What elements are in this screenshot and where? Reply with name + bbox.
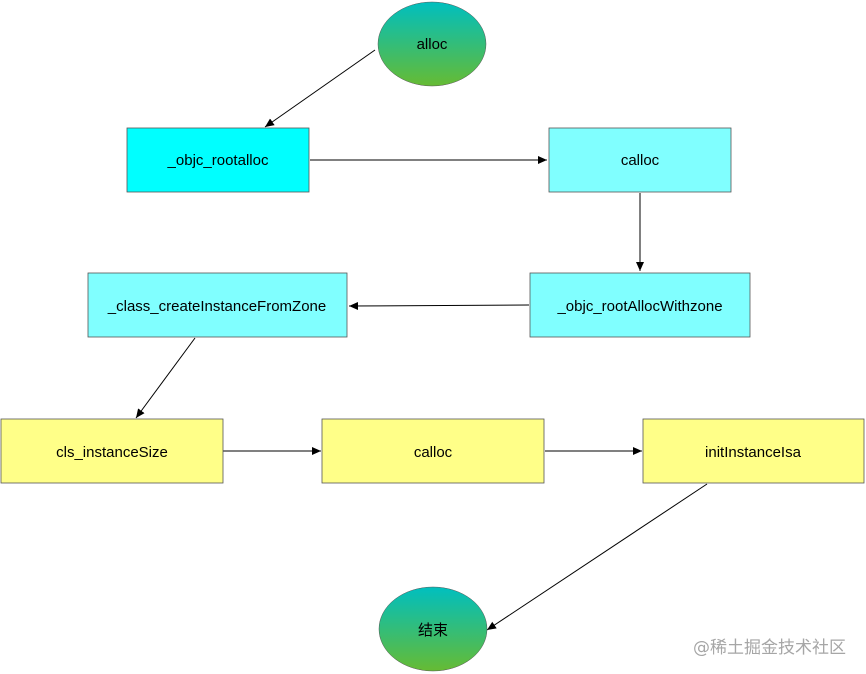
node-objc-rootallocwithzone-box xyxy=(529,272,751,338)
node-calloc-1: calloc xyxy=(548,127,732,193)
node-objc-rootallocwithzone-label: _objc_rootAllocWithzone xyxy=(556,298,722,315)
node-alloc-label: alloc xyxy=(417,36,448,53)
node-end: 结束 xyxy=(378,586,488,672)
edge-objc-rootallocwithzone-to-class-createinstancefromzone xyxy=(348,301,530,310)
node-initinstanceisa-box xyxy=(642,418,865,484)
edge-class-createinstancefromzone-to-cls-instancesize xyxy=(135,337,196,419)
node-cls-instancesize-box xyxy=(0,418,224,484)
edge-initinstanceisa-to-end xyxy=(486,483,708,631)
node-initinstanceisa: initInstanceIsa xyxy=(642,418,865,484)
edges xyxy=(135,49,708,631)
node-end-label: 结束 xyxy=(418,622,448,639)
node-objc-rootalloc: _objc_rootalloc xyxy=(126,127,310,193)
node-class-createinstancefromzone: _class_createInstanceFromZone xyxy=(87,272,348,338)
watermark: @稀土掘金技术社区 xyxy=(693,638,846,658)
node-calloc-1-box xyxy=(548,127,732,193)
node-calloc-2-label: calloc xyxy=(414,444,453,461)
node-calloc-2: calloc xyxy=(321,418,545,484)
node-class-createinstancefromzone-box xyxy=(87,272,348,338)
node-alloc: alloc xyxy=(377,1,487,87)
node-class-createinstancefromzone-label: _class_createInstanceFromZone xyxy=(107,298,326,315)
edge-alloc-to-objc-rootalloc xyxy=(264,49,376,128)
node-objc-rootallocwithzone: _objc_rootAllocWithzone xyxy=(529,272,751,338)
start-ellipse xyxy=(377,1,487,87)
node-objc-rootalloc-box xyxy=(126,127,310,193)
node-calloc-2-box xyxy=(321,418,545,484)
end-ellipse xyxy=(378,586,488,672)
node-objc-rootalloc-label: _objc_rootalloc xyxy=(167,152,269,169)
node-initinstanceisa-label: initInstanceIsa xyxy=(705,444,802,461)
node-cls-instancesize-label: cls_instanceSize xyxy=(56,444,168,461)
node-cls-instancesize: cls_instanceSize xyxy=(0,418,224,484)
node-calloc-1-label: calloc xyxy=(621,152,660,169)
